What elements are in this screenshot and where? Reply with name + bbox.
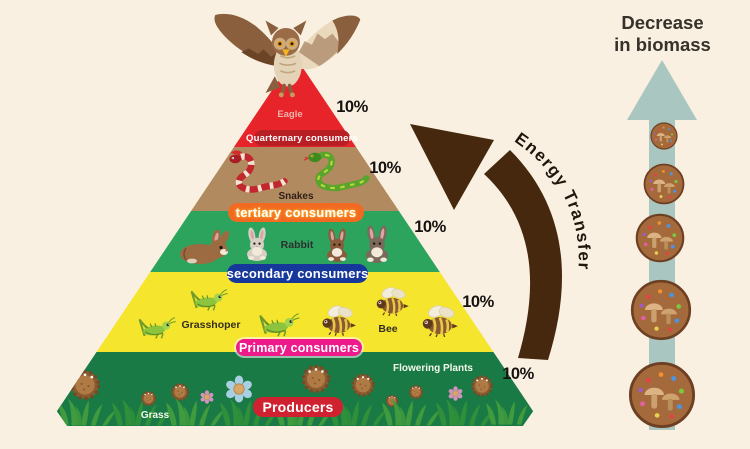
percent-label-level2: 10% bbox=[462, 293, 494, 311]
coral-snake-icon bbox=[225, 148, 290, 196]
percent-label-level3: 10% bbox=[414, 218, 446, 236]
grasshopper-label: Grasshoper bbox=[181, 319, 241, 331]
curved-arrow-icon bbox=[410, 124, 563, 360]
biomass-title-line1: Decrease bbox=[621, 12, 704, 33]
biomass-circle-icon bbox=[635, 213, 685, 263]
bee-icon bbox=[320, 303, 356, 336]
grass-label: Grass bbox=[140, 410, 170, 421]
biomass-circle-icon bbox=[650, 122, 678, 150]
grass-tuft-icon bbox=[58, 398, 116, 426]
grasshopper-icon bbox=[252, 312, 302, 338]
banner-label: Quarternary consumers bbox=[246, 132, 358, 144]
sunflower-icon bbox=[300, 363, 332, 395]
grass-tuft-icon bbox=[486, 398, 540, 426]
flowering-plants-label: Flowering Plants bbox=[392, 363, 473, 374]
rabbit-icon bbox=[178, 230, 230, 264]
biomass-circle-icon bbox=[628, 361, 696, 429]
grass-tuft-icon bbox=[382, 398, 440, 426]
owl-icon bbox=[206, 4, 364, 104]
sunflower-icon bbox=[68, 368, 102, 402]
banner-primary-consumers: Primary consumers bbox=[236, 339, 362, 356]
banner-label: tertiary consumers bbox=[235, 205, 357, 220]
banner-quarternary-consumers: Quarternary consumers bbox=[246, 130, 358, 146]
eagle-label: Eagle bbox=[277, 109, 303, 120]
biomass-circle-icon bbox=[643, 163, 685, 205]
banner-secondary-consumers: secondary consumers bbox=[227, 264, 368, 283]
banner-label: Producers bbox=[262, 399, 334, 415]
rabbit-icon bbox=[323, 227, 351, 263]
energy-transfer-arrow: Energy Transfer bbox=[410, 124, 592, 360]
banner-tertiary-consumers: tertiary consumers bbox=[228, 203, 364, 222]
banner-label: secondary consumers bbox=[226, 266, 369, 281]
biomass-title-line2: in biomass bbox=[614, 33, 711, 55]
banner-label: Primary consumers bbox=[238, 340, 360, 355]
green-snake-icon bbox=[303, 148, 371, 194]
sunflower-icon bbox=[350, 372, 376, 398]
percent-label-level1: 10% bbox=[502, 365, 534, 383]
grasshopper-icon bbox=[182, 288, 232, 312]
sunflower-icon bbox=[470, 374, 494, 398]
biomass-arrow bbox=[627, 60, 697, 430]
snakes-label: Snakes bbox=[278, 191, 314, 202]
biomass-title: Decrease in biomass bbox=[595, 12, 730, 56]
bee-label: Bee bbox=[378, 323, 398, 335]
rabbit-icon bbox=[358, 225, 396, 263]
percent-label-level5: 10% bbox=[336, 98, 368, 116]
percent-label-level4: 10% bbox=[369, 159, 401, 177]
rabbit-label: Rabbit bbox=[280, 239, 314, 251]
banner-producers: Producers bbox=[253, 397, 343, 417]
biomass-circle-icon bbox=[630, 279, 692, 341]
